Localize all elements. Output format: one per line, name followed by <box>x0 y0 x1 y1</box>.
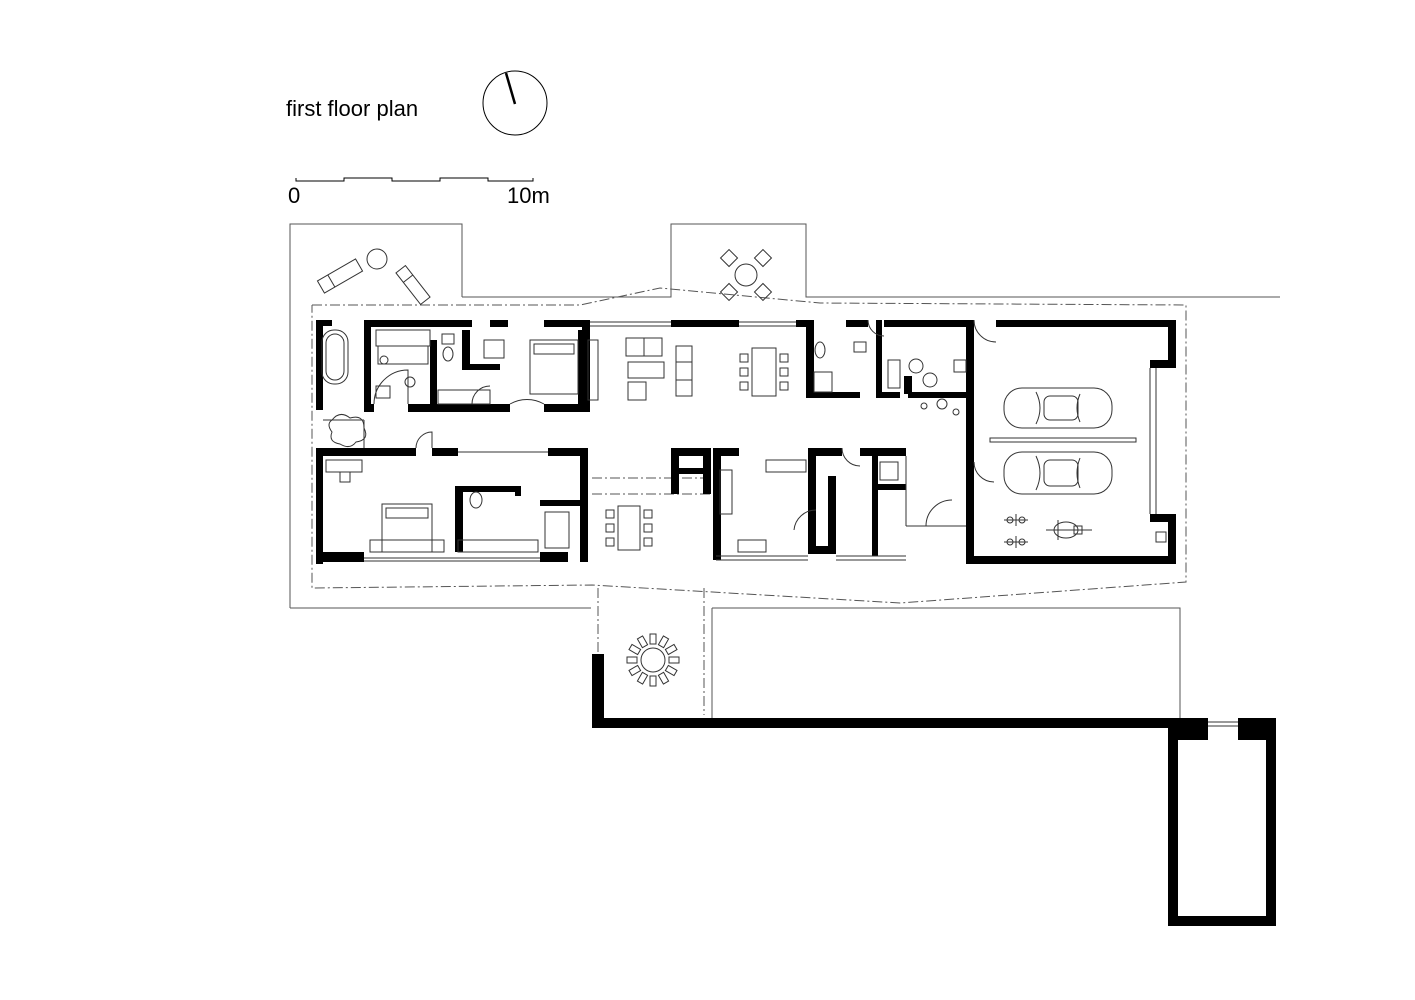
windows-and-partitions <box>323 321 1238 727</box>
walls <box>316 320 1276 926</box>
scale-bar <box>295 177 534 182</box>
plan-title: first floor plan <box>286 96 419 121</box>
car-icon <box>1003 451 1113 495</box>
roof-outline <box>311 287 1187 715</box>
site-outline <box>289 223 1280 718</box>
car-icon <box>1003 387 1113 429</box>
door-swings <box>373 319 997 531</box>
bicycle-icon <box>1004 536 1028 548</box>
terrace-table <box>719 248 773 302</box>
north-arrow-icon <box>482 70 548 136</box>
bicycle-icon <box>1004 514 1028 526</box>
scale-start-label: 0 <box>288 183 301 208</box>
round-table <box>626 633 680 687</box>
motorbike-icon <box>1046 520 1092 540</box>
furniture <box>316 248 1167 553</box>
scale-end-label: 10m <box>507 183 550 208</box>
